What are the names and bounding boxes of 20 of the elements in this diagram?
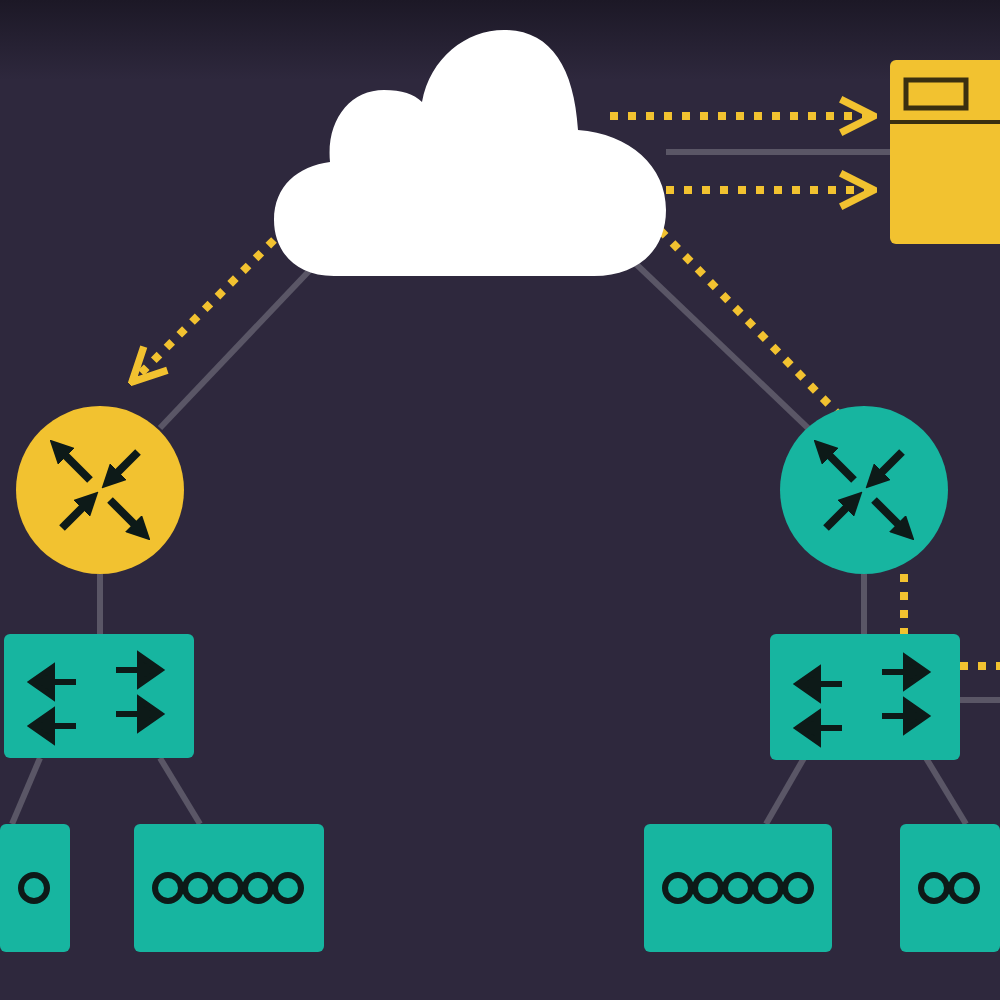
connection-line bbox=[923, 756, 969, 826]
dotted-arrow bbox=[610, 95, 878, 137]
connection-line bbox=[861, 574, 867, 634]
connection-line bbox=[157, 267, 313, 431]
device-box bbox=[134, 824, 324, 952]
cloud-shape bbox=[274, 30, 666, 276]
device-box bbox=[900, 824, 1000, 952]
switch-box bbox=[770, 634, 960, 760]
server-box bbox=[890, 60, 1000, 244]
connection-line bbox=[97, 574, 103, 634]
connection-line bbox=[157, 756, 203, 826]
switch-box bbox=[4, 634, 194, 758]
connection-line bbox=[633, 261, 813, 433]
dotted-arrow bbox=[666, 169, 878, 211]
connection-line bbox=[666, 149, 890, 155]
connection-line bbox=[960, 697, 1000, 703]
dotted-arrow bbox=[128, 237, 277, 386]
device-box bbox=[644, 824, 832, 952]
device-box bbox=[0, 824, 70, 952]
connection-line bbox=[763, 756, 807, 826]
